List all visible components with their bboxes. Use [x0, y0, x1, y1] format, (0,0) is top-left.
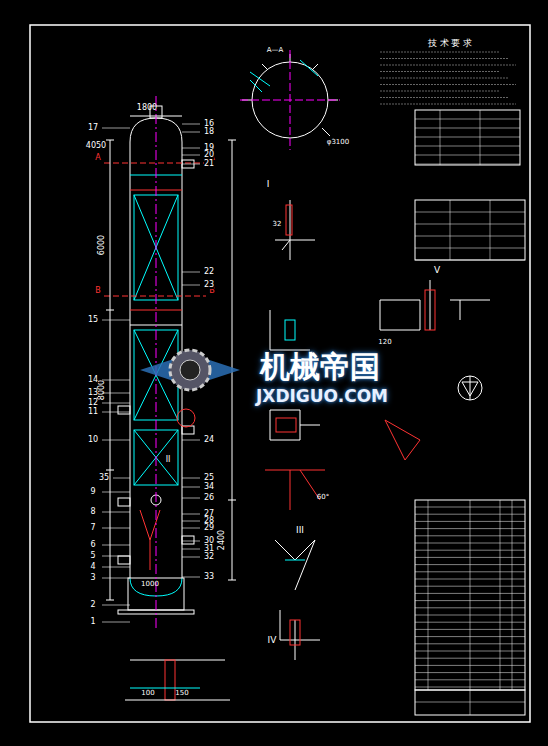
- leader-line: [182, 440, 200, 441]
- callout-number: 14: [88, 376, 98, 384]
- leader-line: [102, 567, 130, 568]
- callout-number: 10: [88, 436, 98, 444]
- panel-heading: 技 术 要 求: [380, 37, 520, 50]
- bottom-detail: [125, 660, 230, 700]
- callout-number: 34: [204, 483, 214, 491]
- leader-line: [182, 285, 200, 286]
- leader-line: [102, 512, 130, 513]
- callout-number: 23: [204, 281, 214, 289]
- callout-number: 16: [204, 120, 214, 128]
- dimension-label: A: [95, 154, 100, 162]
- watermark: JXDIGUO.COM: [256, 388, 388, 405]
- callout-number: 4: [90, 563, 95, 571]
- leader-line: [102, 492, 130, 493]
- leader-line: [102, 605, 130, 606]
- callout-number: 29: [204, 524, 214, 532]
- leader-line: [102, 320, 130, 321]
- leader-line: [102, 403, 130, 404]
- watermark-logo: [140, 350, 240, 390]
- requirements-panel: 技 术 要 求: [380, 37, 520, 50]
- leader-line: [182, 541, 200, 542]
- leader-line: [182, 487, 200, 488]
- leader-line: [182, 132, 200, 133]
- dimension-label: 120: [378, 339, 391, 346]
- leader-line: [102, 393, 130, 394]
- dimension-label: I: [267, 180, 270, 189]
- dimension-label: 2400: [218, 530, 226, 550]
- callout-number: 3: [90, 574, 95, 582]
- dimension-label: 32: [273, 221, 282, 228]
- leader-line: [102, 622, 130, 623]
- dimension-label: III: [296, 526, 304, 535]
- dimension-label: φ3100: [327, 139, 349, 146]
- section-view: [240, 50, 340, 150]
- callout-number: 35: [99, 474, 109, 482]
- callout-number: 26: [204, 494, 214, 502]
- callout-number: 1: [90, 618, 95, 626]
- watermark: 机械帝国: [260, 352, 380, 382]
- callout-number: 7: [90, 524, 95, 532]
- leader-line: [102, 380, 130, 381]
- leader-line: [182, 577, 200, 578]
- leader-line: [102, 440, 130, 441]
- sheet-frame: [30, 25, 530, 722]
- leader-line: [102, 128, 130, 129]
- dimension-label: 100: [141, 690, 154, 697]
- callout-number: 2: [90, 601, 95, 609]
- leader-line: [182, 521, 200, 522]
- callout-number: 8: [90, 508, 95, 516]
- callout-number: 9: [90, 488, 95, 496]
- callout-number: 13: [88, 389, 98, 397]
- callout-number: 5: [90, 552, 95, 560]
- dimension-label: II: [166, 456, 171, 464]
- dimension-label: V: [434, 266, 440, 275]
- leader-line: [182, 514, 200, 515]
- callout-number: 15: [88, 316, 98, 324]
- callout-number: 12: [88, 399, 98, 407]
- dimension-label: 1000: [141, 581, 159, 588]
- leader-line: [102, 412, 130, 413]
- callout-number: 30: [204, 537, 214, 545]
- callout-number: 22: [204, 268, 214, 276]
- dimension-label: IV: [268, 636, 277, 645]
- callout-number: 20: [204, 151, 214, 159]
- dimension-label: A—A: [267, 47, 284, 54]
- leader-lines: [102, 124, 200, 622]
- callout-number: 17: [88, 124, 98, 132]
- leader-line: [182, 155, 200, 156]
- leader-line: [102, 545, 130, 546]
- leader-line: [182, 549, 200, 550]
- callout-number: 24: [204, 436, 214, 444]
- callout-number: 6: [90, 541, 95, 549]
- leader-line: [102, 528, 130, 529]
- leader-line: [182, 148, 200, 149]
- leader-line: [113, 478, 130, 479]
- leader-line: [182, 272, 200, 273]
- callout-number: 11: [88, 408, 98, 416]
- callout-number: 32: [204, 553, 214, 561]
- leader-line: [102, 556, 130, 557]
- callout-number: 25: [204, 474, 214, 482]
- dimension-label: 1800: [137, 104, 157, 112]
- dimension-label: 60°: [317, 494, 329, 501]
- leader-line: [182, 164, 200, 165]
- callout-number: 31: [204, 545, 214, 553]
- leader-line: [102, 578, 130, 579]
- dimension-label: 6000: [98, 235, 106, 255]
- dimension-label: 150: [175, 690, 188, 697]
- leader-line: [182, 498, 200, 499]
- callout-number: 18: [204, 128, 214, 136]
- callout-number: 33: [204, 573, 214, 581]
- dimension-label: B: [95, 287, 101, 295]
- dimension-label: 8000: [98, 380, 106, 400]
- leader-line: [182, 528, 200, 529]
- callout-number: 21: [204, 160, 214, 168]
- leader-line: [182, 124, 200, 125]
- leader-line: [182, 478, 200, 479]
- dimension-label: 4050: [86, 142, 106, 150]
- tables: [380, 52, 525, 715]
- leader-line: [182, 557, 200, 558]
- detail-views: [265, 200, 490, 660]
